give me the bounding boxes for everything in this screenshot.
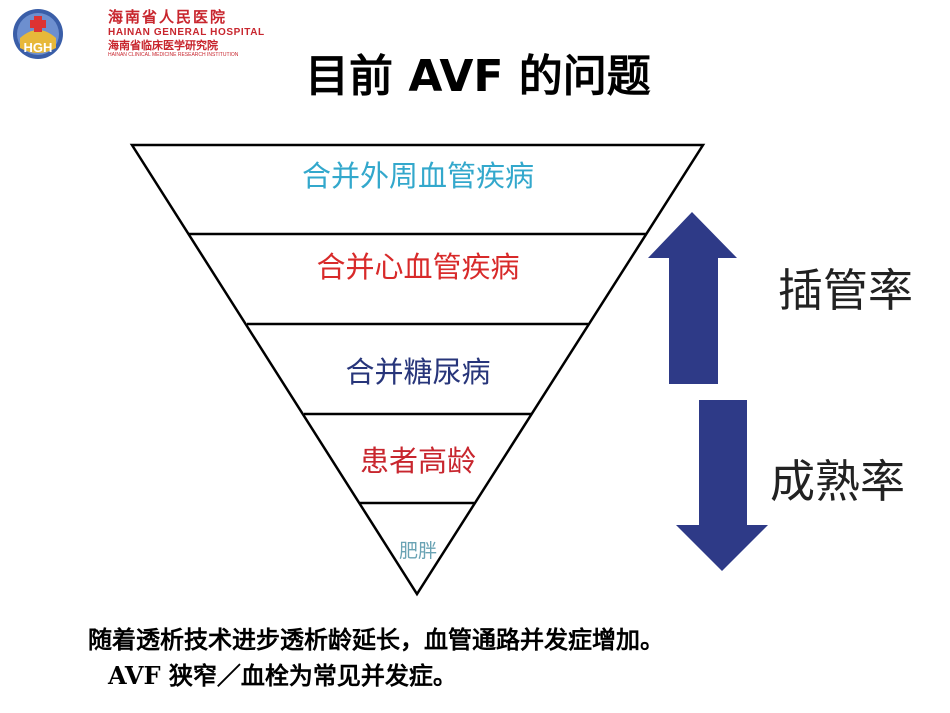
arrow-down-icon [676, 400, 768, 571]
hospital-name-cn: 海南省人民医院 [108, 8, 228, 26]
logo-text: HGH [24, 40, 53, 55]
maturation-rate-label: 成熟率 [770, 455, 906, 508]
pyramid-outline [129, 143, 706, 597]
pyramid-layer-peripheral-vascular: 合并外周血管疾病 [301, 159, 534, 193]
pyramid-layer-elderly: 患者高龄 [359, 444, 476, 478]
pyramid-layer-obesity: 肥胖 [398, 540, 437, 562]
pyramid-layer-diabetes: 合并糖尿病 [345, 355, 491, 389]
hospital-header: 海南省人民医院 HAINAN GENERAL HOSPITAL 海南省临床医学研… [108, 10, 265, 58]
hospital-logo: HGH [13, 9, 63, 59]
institute-name-en: HAINAN CLINICAL MEDICINE RESEARCH INSTIT… [108, 52, 239, 58]
slide-title: 目前 AVF 的问题 [305, 51, 651, 102]
pyramid-layer-cardiovascular: 合并心血管疾病 [316, 250, 520, 284]
arrow-up-icon [648, 212, 737, 384]
caption-line-2: AVF 狭窄／血栓为常见并发症。 [108, 661, 457, 690]
institute-name-cn: 海南省临床医学研究院 [108, 39, 218, 52]
catheter-rate-label: 插管率 [778, 264, 914, 317]
caption-line-1: 随着透析技术进步透析龄延长，血管通路并发症增加。 [88, 625, 664, 654]
hospital-name-en: HAINAN GENERAL HOSPITAL [108, 27, 265, 38]
